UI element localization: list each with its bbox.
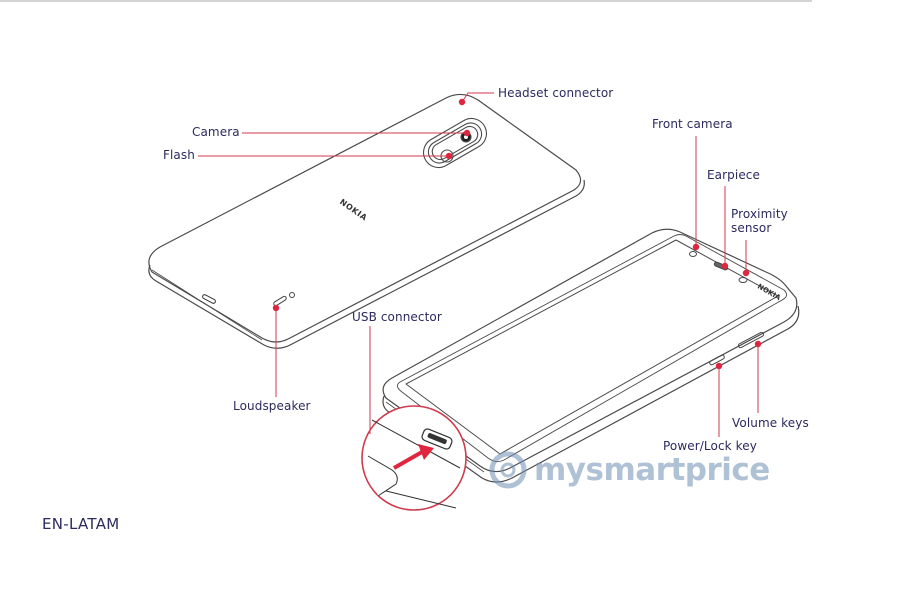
label-usb-connector: USB connector <box>352 310 442 324</box>
label-earpiece: Earpiece <box>707 168 760 182</box>
label-proximity-sensor: Proximity sensor <box>731 207 788 235</box>
side-keys <box>709 331 765 366</box>
region-code: EN-LATAM <box>42 515 120 533</box>
back-phone-illustration <box>148 93 585 349</box>
label-loudspeaker: Loudspeaker <box>233 399 311 413</box>
label-front-camera: Front camera <box>652 117 733 131</box>
label-power-lock-key: Power/Lock key <box>663 439 757 453</box>
label-flash: Flash <box>163 148 195 162</box>
top-border-line <box>0 0 812 2</box>
rear-camera-module <box>422 117 488 169</box>
loudspeaker-grille <box>273 292 295 307</box>
watermark: mysmartprice <box>488 448 770 492</box>
watermark-logo-icon <box>489 451 527 489</box>
label-camera: Camera <box>192 125 240 139</box>
usb-detail-magnifier <box>361 405 467 511</box>
label-volume-keys: Volume keys <box>732 416 809 430</box>
leader-dots <box>272 98 762 370</box>
label-headset-connector: Headset connector <box>498 86 614 100</box>
back-usb-slot <box>202 294 216 304</box>
watermark-text: mysmartprice <box>534 452 770 488</box>
leader-lines <box>198 92 759 437</box>
